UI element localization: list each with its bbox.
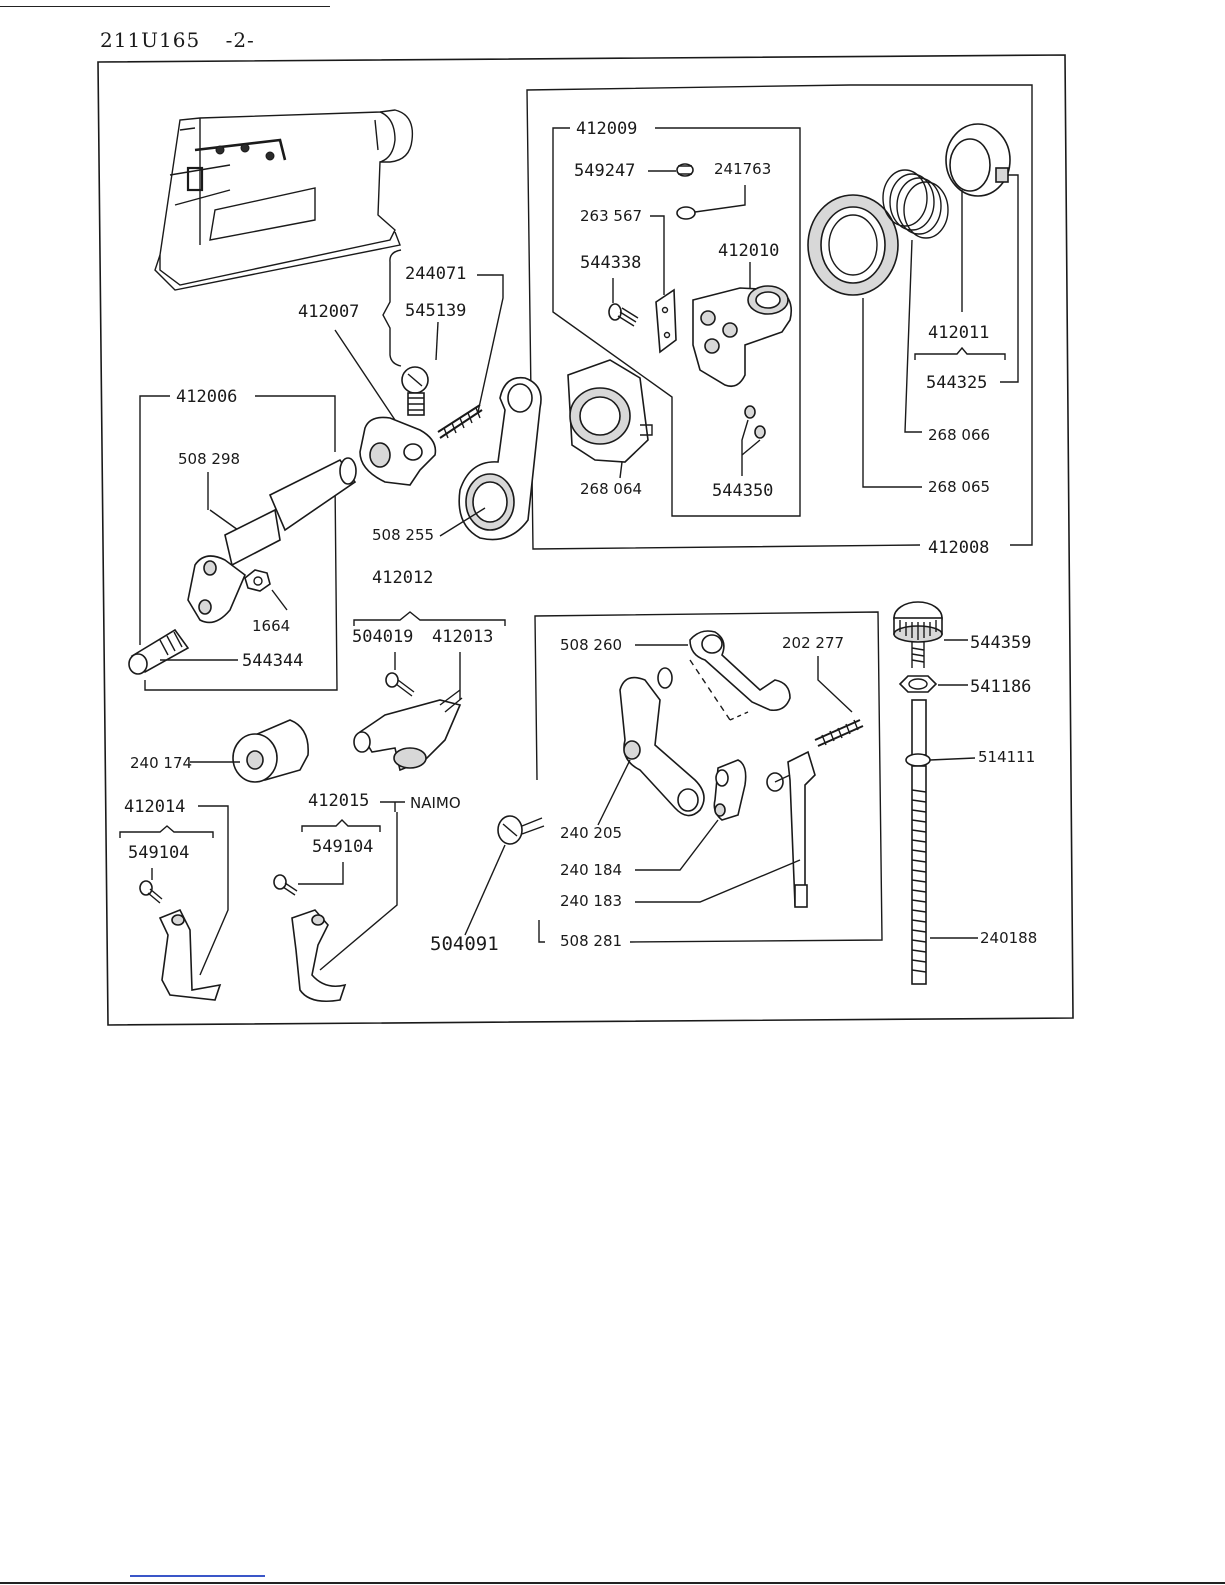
label-544325: 544325 [926, 373, 987, 393]
label-202277: 202 277 [782, 634, 844, 652]
label-504091: 504091 [430, 933, 499, 955]
label-268064: 268 064 [580, 480, 642, 498]
shaft-508298 [187, 457, 357, 624]
part-268064 [567, 359, 653, 463]
label-504019: 504019 [352, 627, 413, 647]
label-240205: 240 205 [560, 824, 622, 842]
part-412013 [353, 689, 463, 772]
box-508281 [534, 611, 883, 943]
screw-504091 [497, 815, 545, 845]
label-240183: 240 183 [560, 892, 622, 910]
blue-underline [130, 1575, 265, 1577]
label-549247: 549247 [574, 161, 635, 181]
part-268066-spring [882, 169, 949, 239]
label-544344: 544344 [242, 651, 303, 671]
label-544359: 544359 [970, 633, 1031, 653]
label-549104a: 549104 [128, 843, 189, 863]
label-549104b: 549104 [312, 837, 373, 857]
screw-504019 [385, 672, 415, 697]
label-544338: 544338 [580, 253, 641, 273]
screw-549104-right [273, 874, 298, 896]
page-header: 211U165 -2- [100, 28, 273, 52]
page-number: -2- [225, 28, 255, 52]
label-545139: 545139 [405, 301, 466, 321]
part-412007 [359, 416, 437, 486]
label-412010: 412010 [718, 241, 779, 261]
label-412007: 412007 [298, 302, 359, 322]
box-412006 [255, 395, 336, 452]
label-412012: 412012 [372, 568, 433, 588]
label-268065: 268 065 [928, 478, 990, 496]
label-508255: 508 255 [372, 526, 434, 544]
bushing-240174 [232, 719, 309, 783]
label-508260: 508 260 [560, 636, 622, 654]
label-508281: 508 281 [560, 932, 622, 950]
label-241763: 241763 [714, 160, 771, 178]
label-1664: 1664 [252, 617, 290, 635]
post-240183 [766, 750, 816, 908]
label-514111: 514111 [978, 748, 1035, 766]
screw-545139 [401, 366, 429, 416]
label-412015: 412015 [308, 791, 369, 811]
nut-541186 [898, 675, 938, 693]
label-412008: 412008 [928, 538, 989, 558]
label-244071: 244071 [405, 264, 466, 284]
label-412009: 412009 [576, 119, 637, 139]
top-rule [0, 6, 330, 7]
part-240205 [619, 667, 705, 817]
foot-412015 [291, 909, 347, 1003]
part-508255 [458, 376, 542, 541]
pin-240184 [713, 759, 747, 821]
label-412011: 412011 [928, 323, 989, 343]
screw-544344 [128, 628, 190, 675]
part-412011-collar [945, 123, 1011, 197]
label-240188: 240188 [980, 929, 1037, 947]
label-412013: 412013 [432, 627, 493, 647]
sewing-machine-illustration [154, 109, 414, 291]
nut-1664 [244, 569, 271, 592]
spring-244071 [437, 404, 483, 439]
outer-frame [97, 54, 1074, 1026]
label-240184: 240 184 [560, 861, 622, 879]
bottom-rule [0, 1582, 1225, 1584]
part-412010 [692, 285, 793, 388]
box-412008 [850, 84, 1033, 546]
label-508298: 508 298 [178, 450, 240, 468]
knob-544359 [893, 601, 943, 668]
spring-202277 [814, 719, 864, 747]
label-541186: 541186 [970, 677, 1031, 697]
label-412014: 412014 [124, 797, 185, 817]
part-268065 [807, 194, 899, 296]
label-544350: 544350 [712, 481, 773, 501]
doc-code: 211U165 [100, 28, 201, 52]
rod-240188 [905, 699, 931, 985]
set-screws-544350 [744, 405, 766, 439]
label-240174: 240 174 [130, 754, 192, 772]
label-263567: 263 567 [580, 207, 642, 225]
box-412009 [552, 127, 801, 517]
label-412006: 412006 [176, 387, 237, 407]
label-268066: 268 066 [928, 426, 990, 444]
label-naimo: NAIMO [410, 794, 461, 812]
screw-544338 [608, 303, 639, 327]
foot-412014 [158, 908, 222, 1001]
screw-549104-left [139, 880, 163, 904]
part-508260 [689, 630, 791, 712]
